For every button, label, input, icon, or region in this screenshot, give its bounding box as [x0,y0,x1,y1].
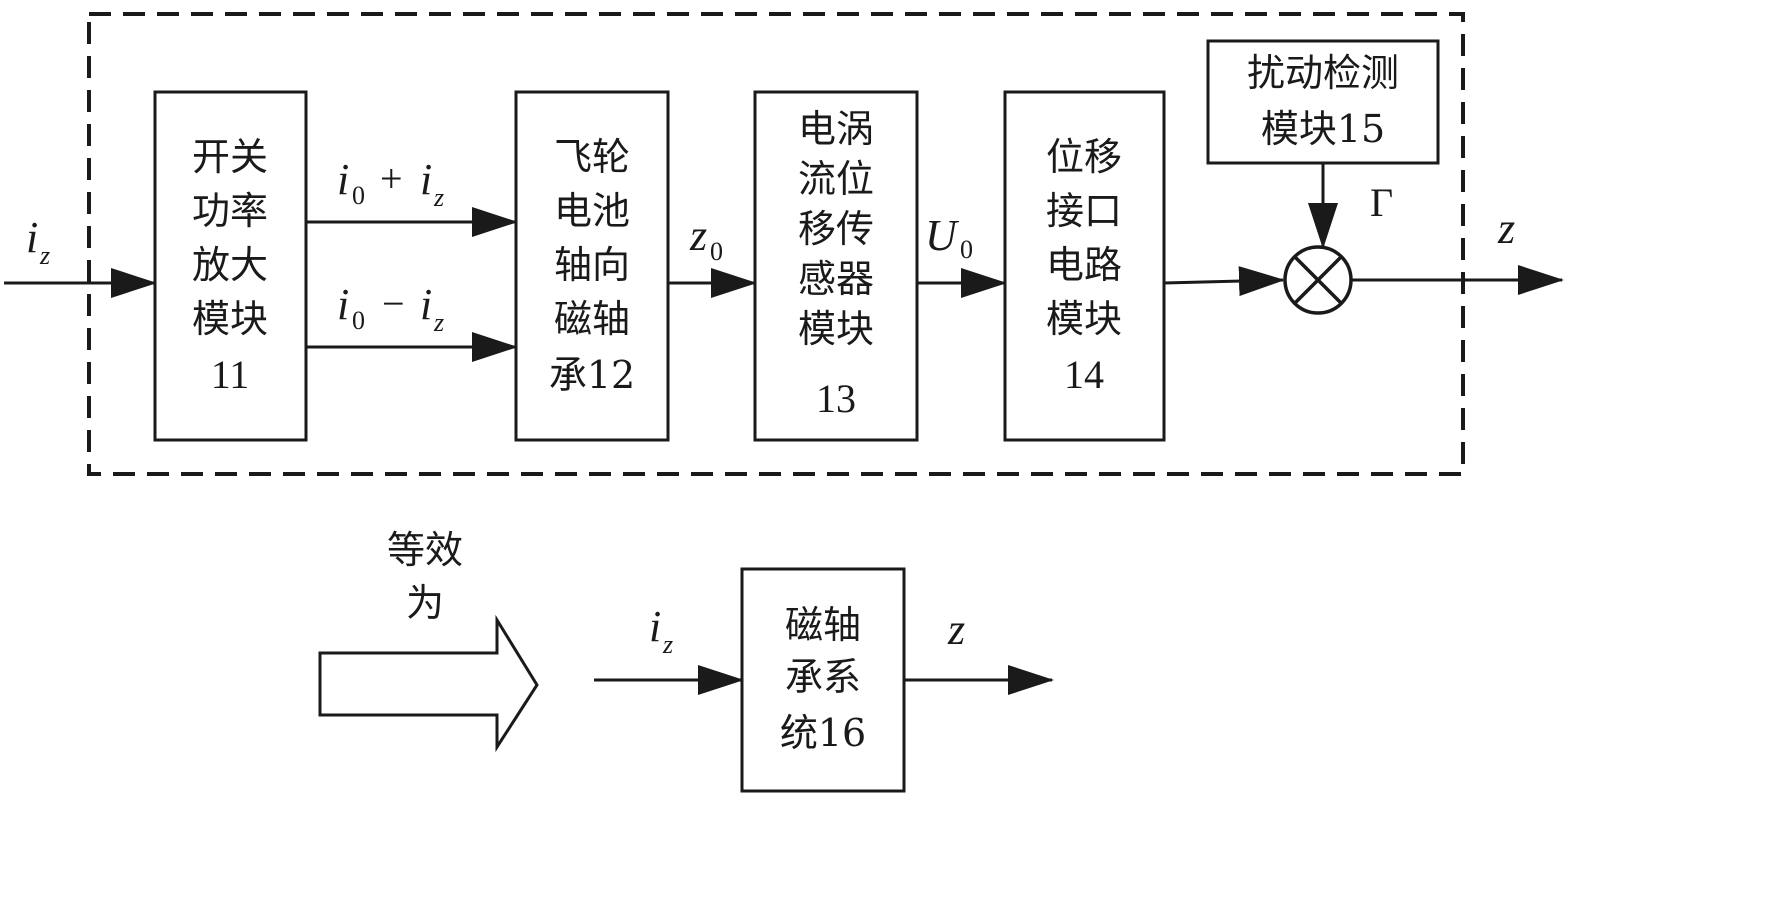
lower-iz-sub: z [433,308,444,337]
gamma-label: Γ [1370,180,1393,225]
u0-sub: 0 [960,235,973,264]
block14-line-3: 电路 [1046,243,1122,287]
lower-current-label: i 0 − i z [337,280,444,337]
lower-op: − [382,281,405,326]
bottom-input-var: i [649,602,661,651]
block13-line-1: 电涡 [798,107,874,151]
upper-iz: i [420,155,432,204]
block11-line-4: 模块 [192,297,268,341]
z0-sub: 0 [710,237,723,266]
block16-line-1: 磁轴 [785,603,861,647]
block13-line-3: 移传 [798,207,874,251]
block11-line-1: 开关 [192,135,268,179]
bottom-output-label: z [947,605,965,654]
block14-line-1: 位移 [1046,135,1122,179]
block13-line-4: 感器 [798,257,874,301]
u0-label: U 0 [925,211,973,264]
upper-op: + [380,156,403,201]
equivalence-arrow [320,620,537,747]
input-var: i [26,213,38,262]
u0-var: U [925,211,960,260]
block12-line-4: 磁轴 [554,297,630,341]
upper-current-label: i 0 + i z [337,155,444,212]
block13-line-2: 流位 [798,157,874,201]
z0-label: z 0 [689,211,723,266]
interface-to-junction-arrow [1164,280,1283,283]
upper-i0-sub: 0 [352,181,365,210]
block13-line-6: 13 [816,376,856,421]
block11-line-3: 放大 [192,243,268,287]
bottom-input-label: i z [649,602,673,659]
axial-bearing-label: 飞轮 电池 轴向 磁轴 承12 [549,135,635,397]
block11-line-2: 功率 [192,189,268,233]
block12-line-2: 电池 [554,189,630,233]
block15-line-2: 模块15 [1261,107,1385,151]
block12-line-1: 飞轮 [554,135,630,179]
upper-i0: i [337,155,349,204]
output-label: z [1497,204,1515,253]
block12-line-5: 承12 [549,353,635,397]
bottom-input-sub: z [662,630,673,659]
magnetic-bearing-system-label: 磁轴 承系 统16 [780,603,866,755]
block11-line-5: 11 [211,352,250,397]
z0-var: z [689,211,707,260]
block14-line-2: 接口 [1046,189,1122,233]
block12-line-3: 轴向 [554,243,630,287]
lower-iz: i [420,280,432,329]
summing-junction [1285,247,1351,313]
block15-line-1: 扰动检测 [1247,51,1399,95]
upper-iz-sub: z [433,183,444,212]
input-signal-label: i z [26,213,50,270]
block14-line-5: 14 [1064,352,1104,397]
equivalence-label: 等效 为 [387,528,463,625]
block13-line-5: 模块 [798,307,874,351]
input-sub: z [39,241,50,270]
lower-i0: i [337,280,349,329]
equivalence-line-2: 为 [406,581,444,625]
block16-line-3: 统16 [780,711,866,755]
block16-line-2: 承系 [785,655,861,699]
block14-line-4: 模块 [1046,297,1122,341]
equivalence-line-1: 等效 [387,528,463,572]
lower-i0-sub: 0 [352,306,365,335]
